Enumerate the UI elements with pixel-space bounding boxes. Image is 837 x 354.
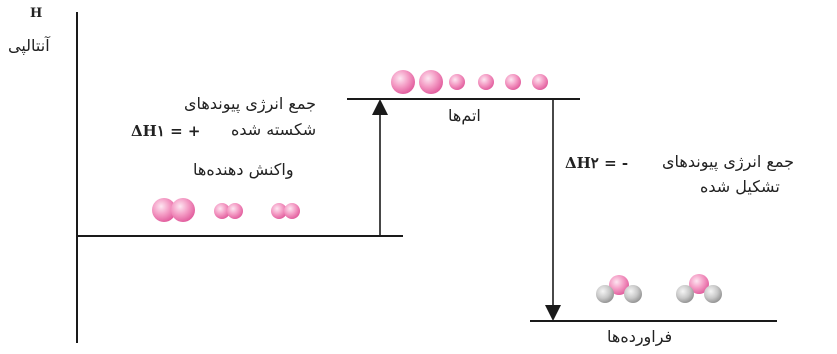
reactants-label: واکنش دهنده‌ها: [193, 160, 294, 179]
atom-sphere: [391, 70, 415, 94]
bond-breaking-line1: جمع انرژی پیوندهای: [184, 94, 317, 113]
product-molecule: [596, 275, 642, 303]
axis-symbol: H: [30, 6, 43, 21]
reactant-molecule-small: [214, 203, 243, 219]
reactant-molecule-large: [152, 198, 195, 222]
axis-title: آنتالپی: [8, 36, 50, 55]
product-molecule: [676, 274, 722, 303]
atom-spheres: [391, 70, 548, 94]
reactant-molecule-small: [271, 203, 300, 219]
product-molecules: [596, 274, 722, 303]
atom-sphere: [478, 74, 494, 90]
bond-forming-line2: تشکیل شده: [700, 177, 780, 196]
reactant-molecules: [152, 198, 300, 222]
bond-breaking-delta: ΔH۱ = +: [131, 122, 201, 140]
bond-forming-line1: جمع انرژی پیوندهای: [662, 152, 795, 171]
atom-sphere: [505, 74, 521, 90]
atom-sphere: [449, 74, 465, 90]
bond-forming-delta: ΔH۲ = -: [565, 154, 629, 172]
bond-breaking-line2: شکسته شده: [231, 120, 317, 139]
atom-sphere: [532, 74, 548, 90]
atoms-label: اتم‌ها: [448, 106, 481, 125]
atom-sphere: [419, 70, 443, 94]
products-label: فراورده‌ها: [607, 327, 673, 346]
